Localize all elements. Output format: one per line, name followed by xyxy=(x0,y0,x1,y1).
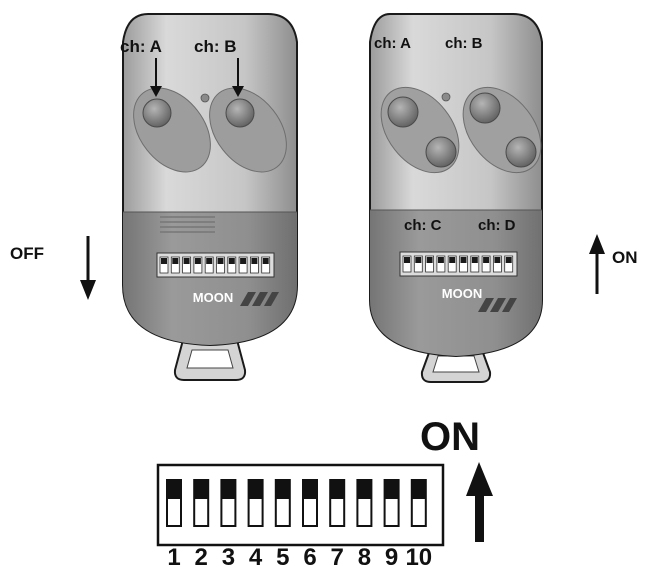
right-dip-slot xyxy=(447,255,457,273)
right-dip-lever xyxy=(415,257,422,263)
right-channel-label-c: ch: C xyxy=(404,217,442,234)
right-dip-lever xyxy=(437,257,444,263)
right-button-c xyxy=(425,136,457,168)
dip-switch-lever xyxy=(303,480,317,499)
left-dip-slot xyxy=(170,256,180,274)
right-brand-label: MOON xyxy=(442,286,482,301)
right-dip-lever xyxy=(449,257,456,263)
dip-switch-lever xyxy=(194,480,209,499)
on-up-arrow xyxy=(589,234,605,294)
left-brand-label: MOON xyxy=(193,290,233,305)
right-dip-slot xyxy=(481,255,491,273)
dip-switch-lever xyxy=(248,480,263,499)
right-dip-slot xyxy=(459,255,468,273)
left-dip-slot xyxy=(249,256,259,274)
right-channel-label-a: ch: A xyxy=(374,35,411,52)
left-logo-mark xyxy=(240,292,279,306)
left-dip-lever xyxy=(251,258,258,264)
left-arrow-to-button-a xyxy=(150,58,162,97)
dip-switch-lever xyxy=(330,480,345,499)
left-dip-lever xyxy=(161,258,167,264)
off-down-arrow xyxy=(80,236,96,300)
right-dip-lever xyxy=(505,257,512,263)
right-dip-lever xyxy=(494,257,501,263)
left-channel-label-b: ch: B xyxy=(194,37,237,56)
left-dip-lever xyxy=(183,258,190,264)
right-keyring-hole xyxy=(432,355,480,373)
dip-switch-number: 8 xyxy=(358,544,371,570)
left-button-b xyxy=(225,98,255,128)
right-remote: MOON xyxy=(369,13,543,383)
left-dip-slot xyxy=(216,256,225,274)
left-arrow-to-button-b xyxy=(232,58,244,97)
right-dip-lever xyxy=(460,257,467,263)
off-label: OFF xyxy=(10,244,44,263)
left-channel-label-a: ch: A xyxy=(120,37,162,56)
dip-switch-number: 1 xyxy=(167,544,180,570)
dip-switch-lever xyxy=(221,480,236,499)
right-dip-lever xyxy=(483,257,490,263)
right-dip-slot xyxy=(504,255,514,273)
right-dip-lever xyxy=(404,257,410,263)
dip-switch-lever xyxy=(384,480,399,499)
dip-switch-number: 6 xyxy=(303,544,316,570)
dip-switch-lever xyxy=(357,480,372,499)
dip-switch-lever xyxy=(275,480,290,499)
left-button-a xyxy=(142,98,172,128)
right-remote-lower-panel xyxy=(370,210,542,356)
left-dip-slot xyxy=(193,256,203,274)
right-dip-slot xyxy=(470,255,480,273)
left-dip-slot xyxy=(182,256,192,274)
dip-switch-number: 10 xyxy=(405,544,432,570)
right-channel-label-b: ch: B xyxy=(445,35,483,52)
left-dip-slot xyxy=(159,256,169,274)
left-dip-slot xyxy=(204,256,214,274)
dip-switch-lever xyxy=(411,480,426,499)
right-dip-slot xyxy=(425,255,435,273)
dip-switch-number: 4 xyxy=(249,544,263,570)
left-dip-lever xyxy=(217,258,224,264)
dip-switch-number: 7 xyxy=(331,544,344,570)
dip-switch-lever xyxy=(167,480,181,499)
right-dip-slot xyxy=(492,255,502,273)
right-dip-lever xyxy=(471,257,478,263)
left-led xyxy=(200,93,210,103)
right-logo-mark xyxy=(478,298,517,312)
left-dip-lever xyxy=(228,258,235,264)
left-dip-lever xyxy=(206,258,213,264)
on-label-side: ON xyxy=(612,248,638,267)
right-dip-lever xyxy=(426,257,433,263)
right-led xyxy=(441,92,451,102)
left-dip-slot xyxy=(227,256,237,274)
left-dip-slot xyxy=(238,256,248,274)
dip-switch-number: 5 xyxy=(276,544,289,570)
left-remote: MOON xyxy=(122,13,298,381)
dip-switch-detail xyxy=(156,463,445,547)
right-channel-label-d: ch: D xyxy=(478,217,516,234)
left-dip-lever xyxy=(194,258,201,264)
right-dip-slot xyxy=(413,255,423,273)
right-button-d xyxy=(505,136,537,168)
left-dip-slot xyxy=(261,256,271,274)
left-dip-lever xyxy=(240,258,247,264)
right-button-a xyxy=(387,96,419,128)
left-dip-lever xyxy=(172,258,179,264)
dip-on-up-arrow xyxy=(466,462,493,542)
right-dip-slot xyxy=(436,255,446,273)
dip-switch-number: 3 xyxy=(222,544,235,570)
dip-on-label: ON xyxy=(420,415,480,459)
left-keyring-hole xyxy=(186,349,234,369)
left-dip-lever xyxy=(262,258,269,264)
left-remote-lower-panel xyxy=(123,212,297,345)
right-button-b xyxy=(469,92,501,124)
dip-switch-number: 2 xyxy=(195,544,208,570)
right-dip-slot xyxy=(402,255,412,273)
dip-switch-number: 9 xyxy=(385,544,398,570)
